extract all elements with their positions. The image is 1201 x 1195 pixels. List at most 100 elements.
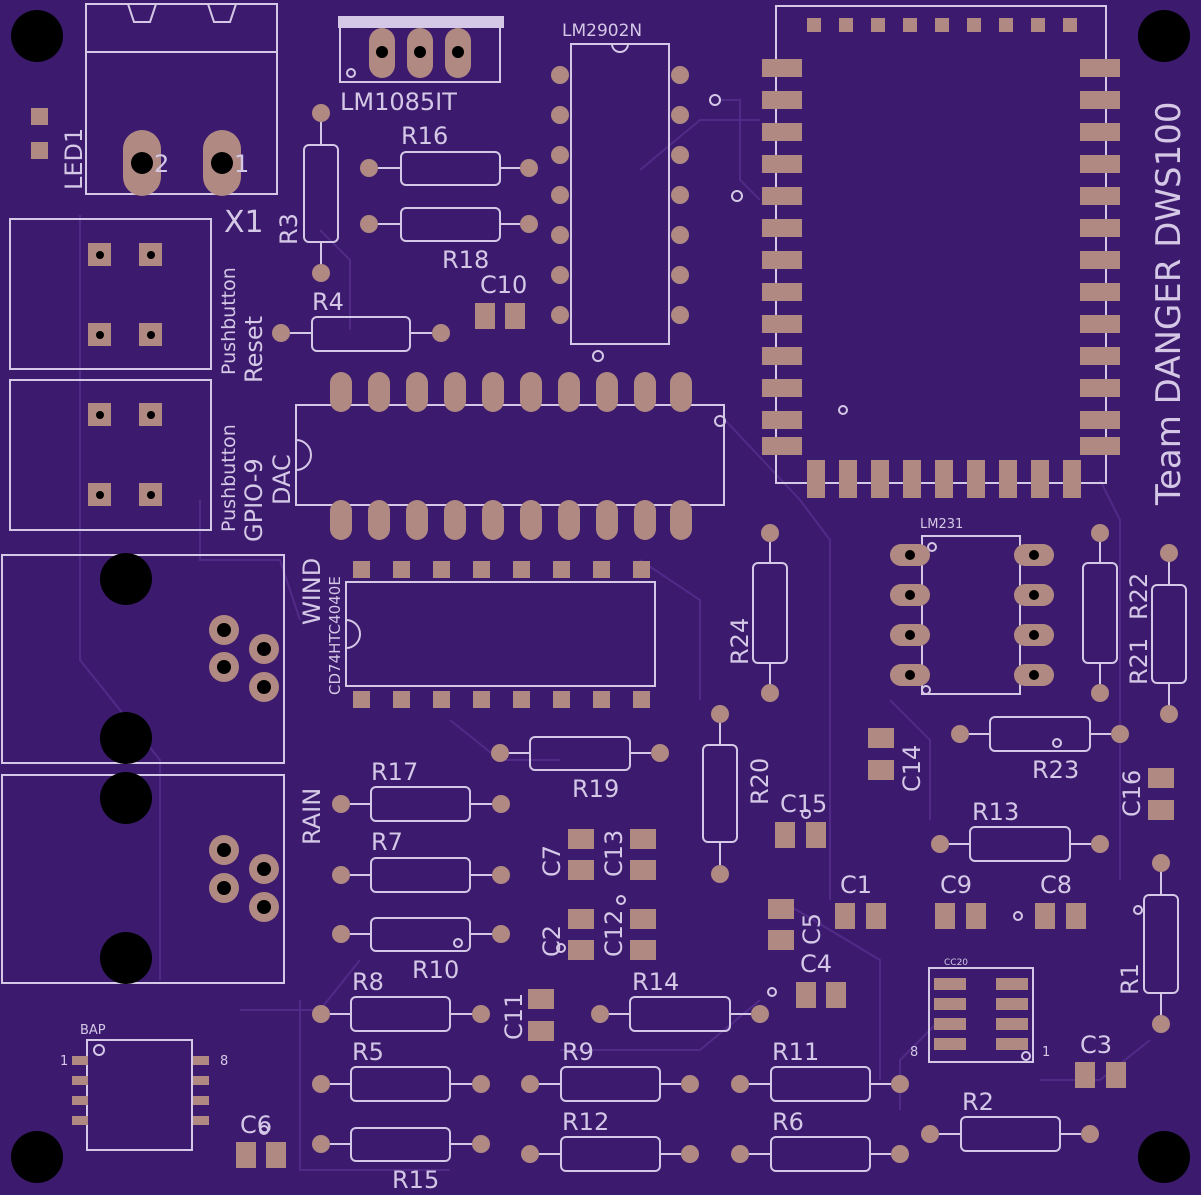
- c2-label: C2: [538, 925, 566, 957]
- c10-label: C10: [480, 271, 527, 299]
- mount-hole-tl: [11, 10, 63, 62]
- x1-label: X1: [224, 205, 264, 240]
- cc20-pin1-label: 1: [1042, 1045, 1050, 1060]
- bap-label: BAP: [80, 1023, 106, 1038]
- r21: R21: [1082, 524, 1153, 702]
- c8: C8: [1013, 871, 1086, 929]
- r3: R3: [275, 104, 339, 282]
- r20: R20: [702, 705, 774, 883]
- cc20-pin8-label: 8: [910, 1045, 918, 1060]
- c3-label: C3: [1080, 1031, 1112, 1059]
- module-bottom-pins: [807, 460, 1081, 498]
- lm2902-pins: [551, 66, 689, 324]
- c13-label: C13: [600, 830, 628, 877]
- c6-label: C6: [240, 1111, 272, 1139]
- team-title: Team DANGER DWS100: [1149, 102, 1189, 506]
- c11: C11: [500, 989, 554, 1041]
- rain-label: RAIN: [298, 788, 326, 845]
- mount-hole-tr: [1138, 10, 1190, 62]
- pb-reset-label-2: Reset: [240, 316, 268, 383]
- r15: R15: [312, 1127, 490, 1194]
- r16: R16: [360, 122, 538, 186]
- r13-label: R13: [972, 798, 1019, 826]
- r2: R2: [921, 1088, 1099, 1152]
- c2: C2: [538, 909, 594, 960]
- dac-top-pins: [330, 372, 692, 412]
- mount-hole-bl: [11, 1131, 63, 1183]
- x1-pin1-label: 1: [234, 150, 249, 178]
- c9: C9: [935, 871, 986, 929]
- bap-chip: BAP 1 8: [60, 1023, 228, 1151]
- r17: R17: [332, 758, 510, 822]
- dac-chip: DAC: [268, 372, 725, 540]
- cc20-chip: CC20 8 1: [910, 958, 1050, 1063]
- r18: R18: [360, 207, 538, 274]
- mounting-holes: [11, 10, 1190, 1183]
- c8-label: C8: [1040, 871, 1072, 899]
- c12-label: C12: [600, 910, 628, 957]
- r17-label: R17: [371, 758, 418, 786]
- c11-label: C11: [500, 993, 528, 1040]
- r11-label: R11: [772, 1038, 819, 1066]
- pushbutton-gpio9: Pushbutton GPIO-9: [9, 379, 268, 542]
- module-left-pins: [762, 59, 802, 455]
- c7-label: C7: [538, 845, 566, 877]
- wifi-module: [762, 5, 1120, 498]
- c7: C7: [538, 829, 594, 880]
- cc20-label: CC20: [944, 958, 968, 968]
- r22-label: R22: [1125, 573, 1153, 620]
- r14: R14: [591, 968, 769, 1032]
- cd74-bottom-pins: [353, 691, 650, 708]
- lm2902-label: LM2902N: [562, 21, 642, 41]
- c15-label: C15: [780, 790, 827, 818]
- r23: R23: [951, 716, 1129, 784]
- r8: R8: [312, 968, 490, 1032]
- pushbutton-reset: Pushbutton Reset: [9, 218, 268, 383]
- c5: C5: [768, 899, 826, 950]
- c16-label: C16: [1118, 770, 1146, 817]
- led1: LED1: [31, 108, 88, 190]
- r6-label: R6: [772, 1108, 804, 1136]
- dac-bottom-pins: [330, 500, 692, 540]
- r19-label: R19: [572, 775, 619, 803]
- c13: C13: [600, 829, 656, 880]
- module-right-pins: [1080, 59, 1120, 455]
- lm1085-regulator: LM1085IT: [338, 16, 504, 116]
- r13: R13: [931, 798, 1109, 862]
- r18-label: R18: [442, 246, 489, 274]
- c6: C6: [236, 1111, 286, 1168]
- r10-label: R10: [412, 956, 459, 984]
- c3: C3: [1075, 1031, 1126, 1088]
- r1: R1: [1116, 854, 1179, 1033]
- r10: R10: [332, 917, 510, 984]
- c15: C15: [775, 790, 827, 848]
- c1: C1: [835, 871, 886, 929]
- r14-label: R14: [632, 968, 679, 996]
- pb-gpio-label-1: Pushbutton: [218, 424, 240, 532]
- vias: [592, 94, 743, 427]
- r4: R4: [272, 288, 450, 352]
- r15-label: R15: [392, 1166, 439, 1194]
- c4-label: C4: [800, 950, 832, 978]
- led1-label: LED1: [60, 128, 88, 190]
- mount-hole-br: [1138, 1131, 1190, 1183]
- bap-pin8-label: 8: [220, 1054, 228, 1069]
- bap-pin1-label: 1: [60, 1054, 68, 1069]
- c9-label: C9: [940, 871, 972, 899]
- cd74-top-pins: [353, 561, 650, 578]
- c16: C16: [1118, 768, 1174, 820]
- rj-jack-bottom: [1, 772, 285, 984]
- cd74-chip: CD74HTC4040E WIND: [298, 558, 656, 708]
- pb-gpio-label-2: GPIO-9: [240, 458, 268, 542]
- r24: R24: [726, 524, 788, 702]
- rj-jack-top: [1, 553, 285, 764]
- r7: R7: [332, 828, 510, 893]
- lm231-chip: LM231: [890, 517, 1054, 695]
- r23-label: R23: [1032, 756, 1079, 784]
- c1-label: C1: [840, 871, 872, 899]
- r6: R6: [731, 1108, 909, 1172]
- wind-label: WIND: [298, 558, 326, 625]
- r3-label: R3: [275, 213, 303, 245]
- c14-label: C14: [898, 745, 926, 792]
- dac-label: DAC: [268, 454, 296, 505]
